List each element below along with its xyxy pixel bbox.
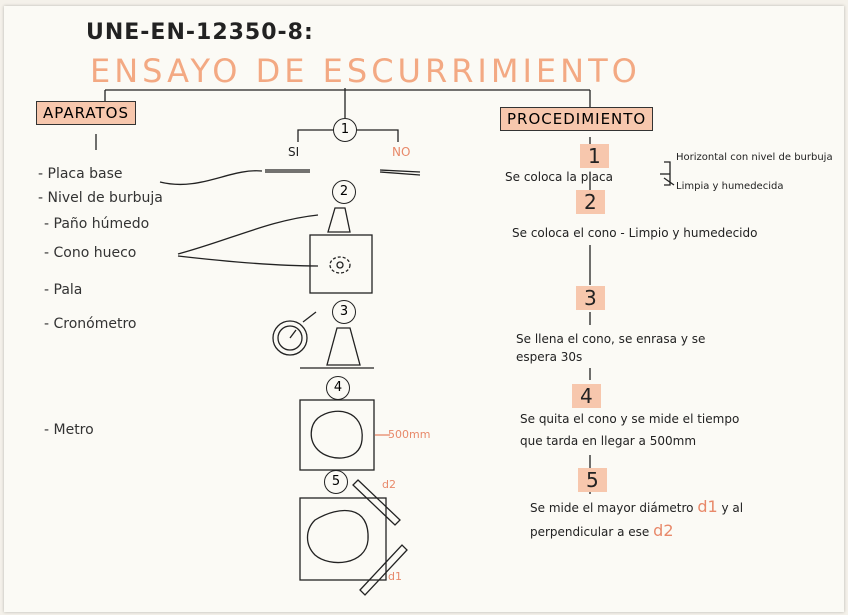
procedure-step-number: 4: [572, 384, 601, 408]
d1-label: d1: [388, 570, 402, 583]
procedimiento-heading: PROCEDIMIENTO: [500, 107, 654, 131]
drawing-step-circle: 5: [324, 470, 348, 494]
placa-option: Horizontal con nivel de burbuja: [676, 152, 833, 163]
procedure-step-text: Se llena el cono, se enrasa y se: [516, 332, 706, 346]
aparato-item: - Cronómetro: [44, 316, 137, 332]
procedure-step-text: Se quita el cono y se mide el tiempo: [520, 412, 740, 426]
placa-option: Limpia y humedecida: [676, 181, 784, 192]
procedure-step-text: que tarda en llegar a 500mm: [520, 434, 697, 448]
drawing-step-circle: 4: [326, 376, 350, 400]
aparato-item: - Paño húmedo: [44, 216, 150, 232]
aparato-item: - Metro: [44, 422, 94, 438]
procedure-step-number: 5: [578, 468, 607, 492]
procedure-step-text-part: y al: [721, 501, 744, 515]
procedure-step-text: espera 30s: [516, 350, 583, 364]
d2-label: d2: [382, 478, 396, 491]
procedure-step-text: Se mide el mayor diámetro d1 y al: [530, 498, 743, 517]
decision-si: SI: [288, 145, 300, 159]
procedure-step-text: Se coloca la placa: [505, 170, 613, 184]
procedure-step-number: 2: [576, 190, 605, 214]
d2-highlight: d2: [653, 521, 674, 540]
procedure-step-text-part: Se mide el mayor diámetro: [530, 501, 694, 515]
page-title: ENSAYO DE ESCURRIMIENTO: [90, 52, 641, 90]
aparato-item: - Placa base: [38, 166, 123, 182]
procedure-step-number: 1: [580, 144, 609, 168]
decision-no: NO: [392, 145, 411, 159]
d1-highlight: d1: [697, 497, 718, 516]
procedure-step-number: 3: [576, 286, 605, 310]
aparatos-heading: APARATOS: [36, 101, 137, 125]
aparato-item: - Pala: [44, 282, 83, 298]
measure-label: 500mm: [388, 428, 431, 441]
drawing-step-circle: 3: [332, 300, 356, 324]
notebook-page: [4, 6, 844, 612]
procedure-step-text-part: perpendicular a ese: [530, 525, 650, 539]
decision-circle: 1: [333, 118, 357, 142]
drawing-step-circle: 2: [332, 180, 356, 204]
procedure-step-text: Se coloca el cono - Limpio y humedecido: [512, 226, 758, 240]
aparato-item: - Cono hueco: [44, 245, 137, 261]
procedure-step-text: perpendicular a ese d2: [530, 522, 674, 541]
aparato-item: - Nivel de burbuja: [38, 190, 163, 206]
standard-code: UNE-EN-12350-8:: [86, 20, 314, 45]
